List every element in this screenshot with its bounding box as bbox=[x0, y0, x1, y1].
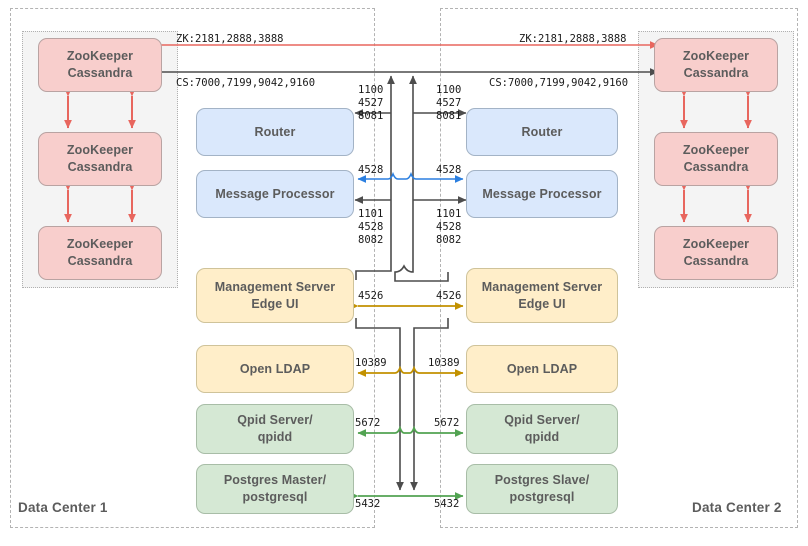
node-zookeeper-cassandra-dc2-2[interactable]: ZooKeeper Cassandra bbox=[654, 132, 778, 186]
node-label-line2: Cassandra bbox=[683, 66, 749, 80]
qpid-5672-link-dc1 bbox=[357, 425, 407, 437]
data-center-2-label: Data Center 2 bbox=[692, 500, 782, 515]
label-zk-right: ZK:2181,2888,3888 bbox=[519, 33, 627, 45]
label-qpid-5672-left: 5672 bbox=[355, 417, 381, 429]
node-zookeeper-cassandra-dc2-3[interactable]: ZooKeeper Cassandra bbox=[654, 226, 778, 280]
label-port: 8081 bbox=[436, 110, 462, 122]
label-router-ports-left: 1100 4527 8081 bbox=[358, 84, 383, 123]
label-port: 4527 bbox=[436, 97, 462, 109]
label-port: 1100 bbox=[436, 84, 462, 96]
node-label-line2: Edge UI bbox=[251, 296, 299, 311]
ldap-10389-link-dc2 bbox=[407, 365, 464, 377]
label-mp-4528-right: 4528 bbox=[436, 164, 462, 176]
label-ldap-10389-left: 10389 bbox=[355, 357, 387, 369]
mp-4528-link-dc2 bbox=[402, 171, 464, 183]
label-mp-4528-left: 4528 bbox=[358, 164, 384, 176]
ldap-10389-link-dc1 bbox=[357, 365, 407, 377]
node-label-line1: Message Processor bbox=[482, 186, 602, 201]
node-label-line2: Cassandra bbox=[683, 254, 749, 268]
node-label-line1: ZooKeeper bbox=[682, 237, 750, 251]
node-qpid-server-dc1[interactable]: Qpid Server/ qpidd bbox=[196, 404, 354, 454]
node-label-line1: Qpid Server/ bbox=[504, 413, 580, 427]
label-port: 1101 bbox=[436, 208, 462, 220]
label-port: 4528 bbox=[436, 221, 462, 233]
node-zookeeper-cassandra-dc2-1[interactable]: ZooKeeper Cassandra bbox=[654, 38, 778, 92]
label-cs-right: CS:7000,7199,9042,9160 bbox=[489, 77, 629, 89]
node-label-line2: postgresql bbox=[509, 490, 575, 504]
node-message-processor-dc2[interactable]: Message Processor bbox=[466, 170, 618, 218]
node-label-line1: ZooKeeper bbox=[66, 49, 134, 63]
node-label-line2: Cassandra bbox=[67, 254, 133, 268]
node-label-line2: postgresql bbox=[242, 490, 308, 504]
label-port: 1101 bbox=[358, 208, 384, 220]
data-center-2-boundary bbox=[440, 8, 798, 528]
label-mgmt-4526-right: 4526 bbox=[436, 290, 462, 302]
label-router-ports-right: 1100 4527 8081 bbox=[436, 84, 461, 123]
label-qpid-5672-right: 5672 bbox=[434, 417, 460, 429]
node-qpid-server-dc2[interactable]: Qpid Server/ qpidd bbox=[466, 404, 618, 454]
node-label-line2: qpidd bbox=[524, 430, 560, 444]
node-label-line1: ZooKeeper bbox=[66, 143, 134, 157]
node-label-line2: Cassandra bbox=[67, 160, 133, 174]
mp-4528-link-dc1 bbox=[357, 171, 402, 183]
node-label-line1: Router bbox=[521, 124, 563, 139]
node-label-line1: Message Processor bbox=[215, 186, 335, 201]
node-zookeeper-cassandra-dc1-3[interactable]: ZooKeeper Cassandra bbox=[38, 226, 162, 280]
node-label-line1: Postgres Master/ bbox=[223, 473, 327, 487]
data-center-1-label: Data Center 1 bbox=[18, 500, 108, 515]
node-router-dc2[interactable]: Router bbox=[466, 108, 618, 156]
node-zookeeper-cassandra-dc1-1[interactable]: ZooKeeper Cassandra bbox=[38, 38, 162, 92]
trunk-left-elbow bbox=[355, 258, 392, 280]
node-label-line1: ZooKeeper bbox=[682, 143, 750, 157]
label-zk-left: ZK:2181,2888,3888 bbox=[176, 33, 284, 45]
node-zookeeper-cassandra-dc1-2[interactable]: ZooKeeper Cassandra bbox=[38, 132, 162, 186]
node-label-line1: ZooKeeper bbox=[66, 237, 134, 251]
node-management-server-dc2[interactable]: Management Server Edge UI bbox=[466, 268, 618, 323]
node-message-processor-dc1[interactable]: Message Processor bbox=[196, 170, 354, 218]
label-port: 4528 bbox=[358, 221, 384, 233]
label-mp-ports-left: 1101 4528 8082 bbox=[358, 208, 383, 247]
node-label-line1: Open LDAP bbox=[239, 361, 311, 376]
node-management-server-dc1[interactable]: Management Server Edge UI bbox=[196, 268, 354, 323]
node-open-ldap-dc2[interactable]: Open LDAP bbox=[466, 345, 618, 393]
node-label-line1: Qpid Server/ bbox=[237, 413, 313, 427]
label-port: 4527 bbox=[358, 97, 384, 109]
mgmt-down-right bbox=[410, 318, 449, 491]
node-label-line1: Open LDAP bbox=[506, 361, 578, 376]
label-cs-left: CS:7000,7199,9042,9160 bbox=[176, 77, 316, 89]
label-mgmt-4526-left: 4526 bbox=[358, 290, 384, 302]
trunk-right-elbow bbox=[394, 258, 449, 282]
label-port: 8082 bbox=[436, 234, 462, 246]
node-open-ldap-dc1[interactable]: Open LDAP bbox=[196, 345, 354, 393]
node-label-line2: qpidd bbox=[257, 430, 293, 444]
mgmt-down-left bbox=[355, 318, 404, 491]
label-mp-ports-right: 1101 4528 8082 bbox=[436, 208, 461, 247]
node-router-dc1[interactable]: Router bbox=[196, 108, 354, 156]
label-postgres-5432-right: 5432 bbox=[434, 498, 460, 510]
label-ldap-10389-right: 10389 bbox=[428, 357, 460, 369]
label-postgres-5432-left: 5432 bbox=[355, 498, 381, 510]
node-label-line1: ZooKeeper bbox=[682, 49, 750, 63]
data-center-1-boundary bbox=[10, 8, 375, 528]
node-label-line1: Postgres Slave/ bbox=[494, 473, 590, 487]
node-label-line1: Management Server bbox=[214, 279, 336, 294]
label-port: 8081 bbox=[358, 110, 384, 122]
node-postgres-slave-dc2[interactable]: Postgres Slave/ postgresql bbox=[466, 464, 618, 514]
node-label-line1: Router bbox=[254, 124, 296, 139]
node-label-line2: Cassandra bbox=[683, 160, 749, 174]
label-port: 1100 bbox=[358, 84, 384, 96]
node-postgres-master-dc1[interactable]: Postgres Master/ postgresql bbox=[196, 464, 354, 514]
label-port: 8082 bbox=[358, 234, 384, 246]
node-label-line2: Edge UI bbox=[518, 296, 566, 311]
node-label-line1: Management Server bbox=[481, 279, 603, 294]
qpid-5672-link-dc2 bbox=[407, 425, 464, 437]
node-label-line2: Cassandra bbox=[67, 66, 133, 80]
